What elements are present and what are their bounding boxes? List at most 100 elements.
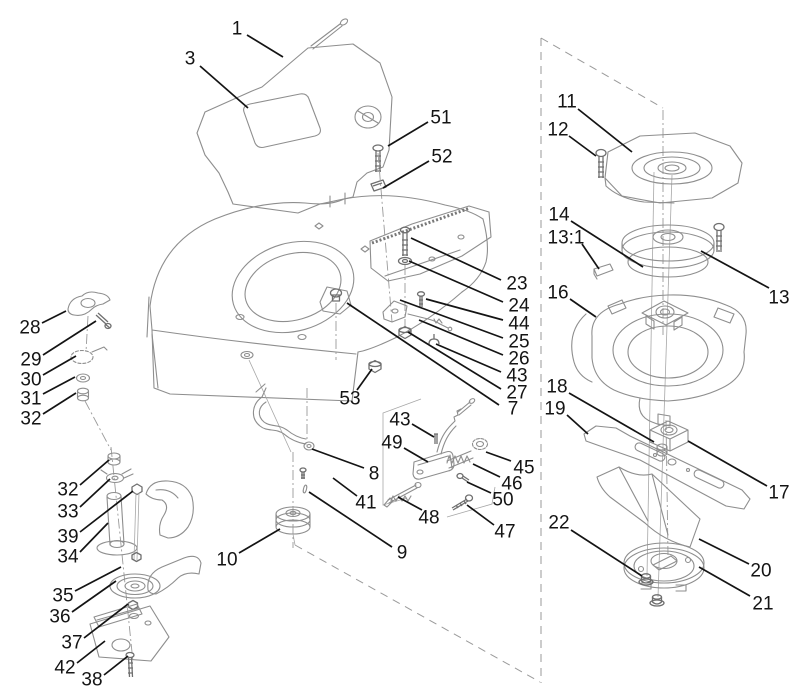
callout-leader-18 (568, 392, 655, 443)
callout-label-27: 27 (506, 383, 527, 404)
diagram-line-art (67, 18, 751, 683)
callout-leader-25 (399, 299, 504, 339)
callout-leader-22 (570, 529, 643, 577)
callout-leader-50 (466, 481, 492, 494)
callout-label-36: 36 (49, 607, 70, 628)
callout-leader-21 (698, 566, 751, 597)
fuel-cap (354, 105, 382, 129)
callout-leader-45 (485, 451, 512, 462)
callout-leader-10 (238, 528, 281, 554)
callout-leader-11 (577, 108, 633, 153)
callout-leader-9 (308, 491, 393, 548)
blade-opening (231, 240, 355, 334)
callout-leader-30 (42, 355, 77, 376)
callout-label-10: 10 (216, 550, 237, 571)
callout-leader-42 (76, 640, 106, 664)
callout-label-24: 24 (508, 296, 530, 317)
callout-leader-32 (42, 392, 77, 415)
callout-label-20: 20 (750, 561, 771, 582)
callout-leader-53 (356, 368, 373, 391)
callout-leader-8 (311, 448, 365, 469)
callout-leader-28 (41, 310, 67, 324)
callout-label-51: 51 (430, 108, 451, 129)
callout-label-30: 30 (20, 370, 41, 391)
callout-label-44: 44 (508, 314, 530, 335)
callout-leader-51 (387, 121, 429, 147)
callout-leader-44 (425, 298, 504, 321)
callout-label-32: 32 (20, 409, 41, 430)
callout-leader-38 (103, 655, 129, 676)
callout-leader-46 (472, 463, 501, 478)
callout-label-9: 9 (397, 543, 408, 564)
callout-leader-49 (403, 447, 429, 463)
mower-deck (146, 195, 492, 453)
callout-leader-20 (698, 538, 750, 565)
callout-label-37: 37 (61, 633, 82, 654)
callout-label-19: 19 (544, 399, 565, 420)
callout-leader-43 (435, 343, 502, 373)
callout-leader-3 (199, 65, 249, 109)
engine (196, 18, 393, 214)
callout-leader-12 (568, 135, 597, 157)
callout-label-16: 16 (547, 283, 568, 304)
callout-label-31: 31 (20, 389, 41, 410)
callout-leader-26 (418, 319, 504, 356)
callout-label-8: 8 (369, 464, 380, 485)
callout-label-33: 33 (57, 502, 78, 523)
callout-label-22: 22 (548, 513, 569, 534)
callout-label-13:1: 13:1 (548, 228, 585, 249)
callout-label-52: 52 (431, 147, 452, 168)
callout-label-43: 43 (506, 366, 527, 387)
callout-label-17: 17 (768, 483, 789, 504)
callout-leader-1 (246, 34, 284, 58)
cut-plane-boundary (294, 37, 664, 683)
callout-label-43: 43 (389, 410, 410, 431)
callout-label-11: 11 (557, 92, 577, 113)
callout-leader-17 (687, 440, 768, 487)
callout-leader-13:1 (581, 243, 600, 270)
callout-label-41: 41 (355, 493, 376, 514)
callout-label-23: 23 (506, 274, 527, 295)
callout-leader-34 (79, 522, 109, 553)
callout-label-1: 1 (232, 19, 243, 40)
callout-label-18: 18 (546, 377, 567, 398)
callout-leader-19 (566, 414, 589, 435)
callout-leader-47 (466, 504, 495, 526)
callout-label-28: 28 (19, 318, 40, 339)
callout-leader-31 (42, 376, 76, 395)
callout-label-47: 47 (494, 522, 515, 543)
callout-leader-35 (74, 566, 122, 592)
cam-lever-assembly (67, 291, 112, 451)
callout-leader-7 (346, 302, 500, 406)
callout-label-46: 46 (501, 474, 522, 495)
callout-leader-23 (410, 237, 502, 281)
callout-label-49: 49 (381, 433, 402, 454)
callout-leader-39 (79, 490, 134, 533)
callout-label-29: 29 (20, 350, 41, 371)
callout-label-35: 35 (52, 586, 73, 607)
callout-label-39: 39 (57, 527, 78, 548)
callout-label-12: 12 (547, 120, 568, 141)
callout-leader-33 (79, 478, 111, 508)
callout-label-3: 3 (185, 49, 196, 70)
callout-leader-52 (382, 160, 430, 189)
callout-leader-37 (83, 603, 129, 639)
callout-label-32: 32 (57, 480, 78, 501)
callout-label-42: 42 (54, 658, 75, 679)
callout-leader-41 (332, 477, 358, 497)
callout-label-34: 34 (57, 547, 79, 568)
cable-trunnion-cluster (382, 398, 496, 518)
callout-label-48: 48 (418, 508, 439, 529)
callout-label-38: 38 (81, 670, 102, 691)
callout-leader-24 (408, 260, 504, 303)
callout-label-21: 21 (752, 594, 773, 615)
callout-label-53: 53 (339, 389, 360, 410)
callout-leader-29 (42, 320, 97, 356)
callout-leader-16 (569, 298, 597, 318)
callout-leaders (41, 34, 770, 676)
callout-label-13: 13 (768, 288, 789, 309)
callout-leader-43 (411, 423, 435, 438)
callout-label-7: 7 (508, 399, 519, 420)
